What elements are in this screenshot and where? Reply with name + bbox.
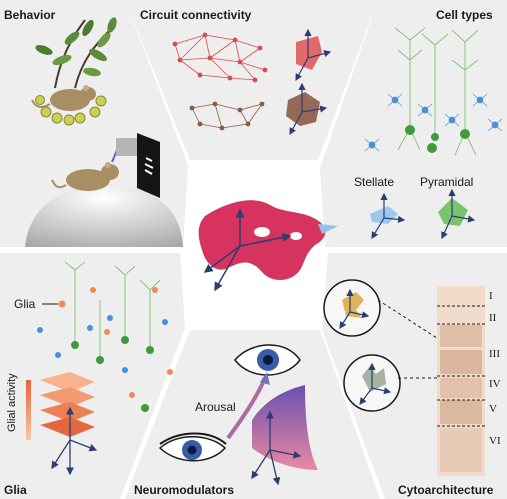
cell-types-panel <box>320 0 507 247</box>
layer-label-6: VI <box>489 435 501 447</box>
glia-pyramidal-neurons <box>64 261 161 360</box>
layer-label-3: III <box>489 348 500 360</box>
center-manifold <box>198 200 326 280</box>
glia-marker-label: Glia <box>14 297 36 311</box>
cell-types-illustration <box>364 27 503 240</box>
eye-open-icon <box>234 344 301 376</box>
glial-activity-label: Glial activity <box>6 373 18 432</box>
cyto-manifold-bottom <box>362 366 386 392</box>
glia-orange-cells <box>58 287 173 398</box>
glia-blue-cells <box>37 315 168 373</box>
screen-gray <box>116 138 138 156</box>
cell-types-title: Cell types <box>436 8 493 22</box>
pyramidal-neurons <box>394 27 479 156</box>
zoom-connectors <box>377 299 441 379</box>
glial-activity-bar <box>26 380 31 440</box>
red-network <box>172 32 268 83</box>
manifold-hole-1 <box>254 227 270 237</box>
pyramidal-manifold <box>438 198 468 226</box>
cyto-manifold-top <box>342 292 364 318</box>
manifold-tip <box>318 224 338 234</box>
circuit-axes-icons <box>289 28 332 136</box>
pyramidal-somas <box>405 125 470 153</box>
eye-sleepy-icon <box>158 432 227 462</box>
berry-icons <box>35 95 107 126</box>
center-manifold-group <box>198 200 338 292</box>
cortex-texture <box>440 325 482 472</box>
neuromodulators-illustration <box>158 344 318 486</box>
circuit-illustration <box>172 28 332 136</box>
glia-illustration <box>26 261 173 476</box>
layer-label-1: I <box>489 290 493 302</box>
arousal-label: Arousal <box>195 400 236 414</box>
glia-title: Glia <box>4 483 27 497</box>
glia-panel <box>0 253 185 499</box>
cortex-slab <box>437 286 485 476</box>
neuromodulator-manifold <box>252 385 318 470</box>
brown-manifold <box>286 92 320 126</box>
plant-icon <box>35 17 117 89</box>
stellate-label: Stellate <box>354 175 395 189</box>
neuromodulator-axes-icon <box>251 410 302 486</box>
glia-somas <box>71 336 154 412</box>
behavior-illustration <box>25 17 183 247</box>
arousal-arrowhead <box>260 372 270 385</box>
red-manifold <box>296 36 322 70</box>
center-axes-icon <box>203 208 292 292</box>
mouse-headfixed-icon <box>51 149 119 191</box>
manifold-hole-2 <box>290 232 302 240</box>
layer-label-5: V <box>489 403 497 415</box>
brown-network <box>189 101 265 131</box>
neuromodulators-title: Neuromodulators <box>134 483 235 497</box>
behavior-title: Behavior <box>4 8 56 22</box>
cortex-layer-dividers <box>437 305 485 427</box>
mouse-eating-icon <box>31 85 96 111</box>
circuit-connectivity-title: Circuit connectivity <box>140 8 252 22</box>
treadmill-dome <box>25 185 183 247</box>
layer-label-4: IV <box>489 378 501 390</box>
cytoarchitecture-illustration <box>323 279 485 476</box>
glia-axes-icon <box>51 406 98 476</box>
cytoarchitecture-title: Cytoarchitecture <box>398 483 494 497</box>
stellate-neurons <box>364 93 503 152</box>
glial-activity-surfaces <box>40 372 95 437</box>
cyto-axes-icons <box>339 288 392 405</box>
cell-axes-icons <box>371 188 476 240</box>
layer-label-2: II <box>489 312 497 324</box>
pyramidal-label: Pyramidal <box>420 175 474 189</box>
stimulus-bars-icon <box>144 157 154 175</box>
